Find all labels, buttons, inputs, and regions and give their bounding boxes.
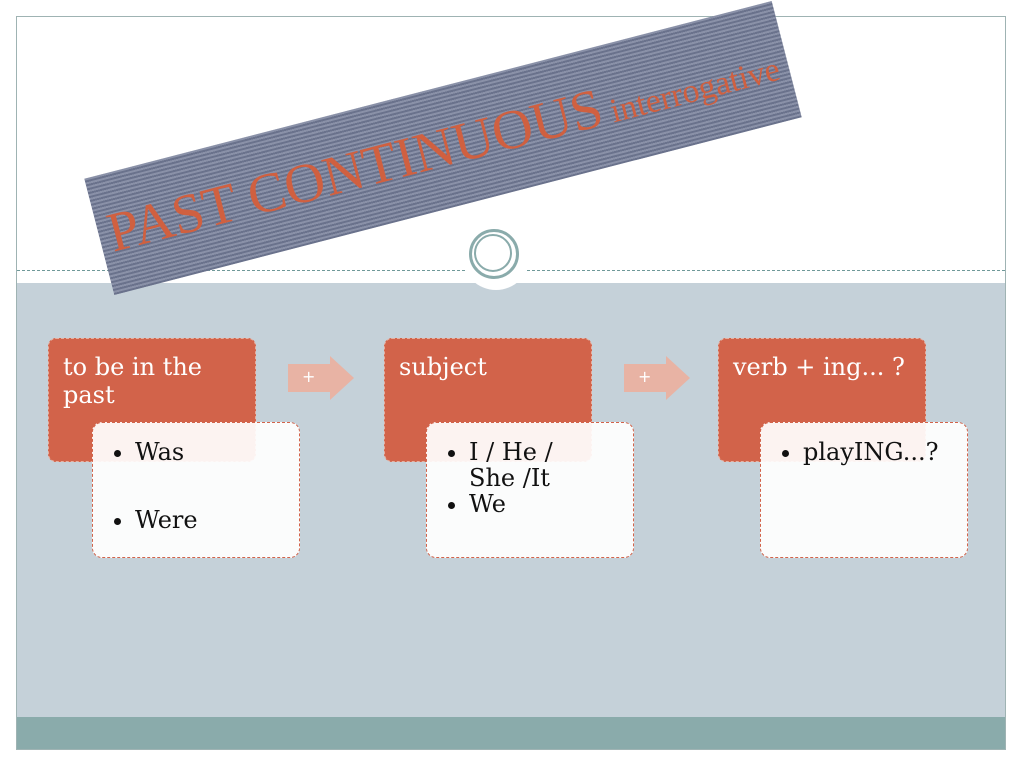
plus-arrow-icon: + bbox=[288, 356, 354, 400]
list-item: We bbox=[469, 491, 619, 517]
list-item: Was bbox=[135, 439, 285, 465]
detail-list: Was Were bbox=[113, 439, 285, 533]
detail-box-to-be: Was Were bbox=[92, 422, 300, 558]
connector-label: + bbox=[302, 367, 316, 386]
detail-list: playING...? bbox=[781, 439, 953, 465]
group-label: subject bbox=[399, 353, 487, 381]
circle-ornament-icon bbox=[462, 222, 530, 290]
connector-label: + bbox=[638, 367, 652, 386]
group-label: verb + ing... ? bbox=[733, 353, 905, 381]
plus-arrow-icon: + bbox=[624, 356, 690, 400]
list-item: I / He / She /It bbox=[469, 439, 619, 491]
detail-box-subject: I / He / She /It We bbox=[426, 422, 634, 558]
detail-box-verb-ing: playING...? bbox=[760, 422, 968, 558]
list-item: Were bbox=[135, 507, 285, 533]
list-item: playING...? bbox=[803, 439, 953, 465]
footer-bar bbox=[17, 717, 1005, 749]
group-label: to be in the past bbox=[63, 353, 202, 409]
detail-list: I / He / She /It We bbox=[447, 439, 619, 517]
title-sub: interrogative bbox=[606, 50, 784, 131]
